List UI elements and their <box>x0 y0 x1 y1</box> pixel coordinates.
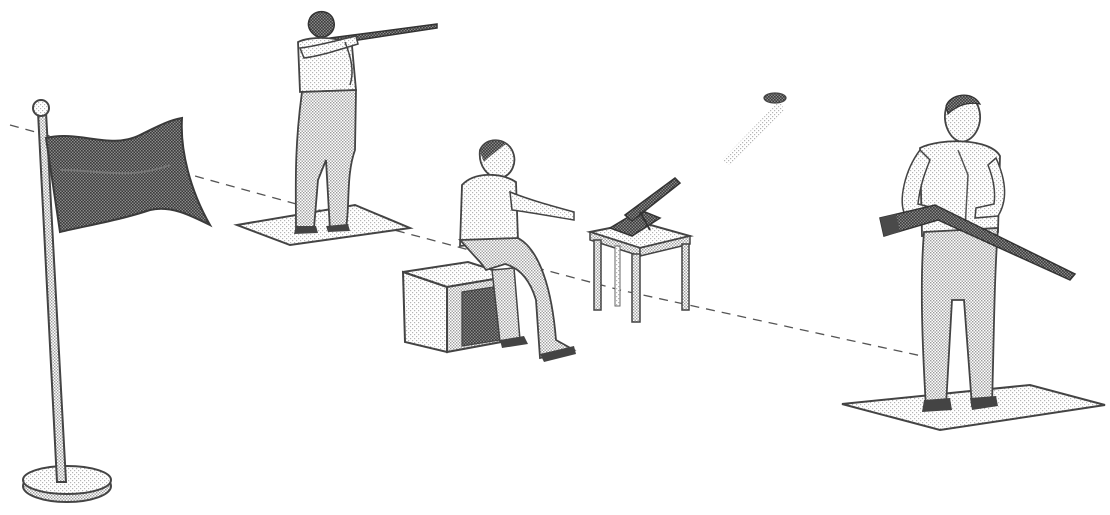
clay-target <box>722 93 786 165</box>
flag-cloth <box>46 118 210 232</box>
trap-table <box>590 222 690 322</box>
flag <box>23 100 210 502</box>
flag-finial <box>33 100 49 116</box>
shooting-mat-left <box>237 205 410 245</box>
trap-machine <box>610 178 680 236</box>
shooter-waiting <box>880 95 1075 412</box>
shooter-aiming <box>294 12 437 234</box>
